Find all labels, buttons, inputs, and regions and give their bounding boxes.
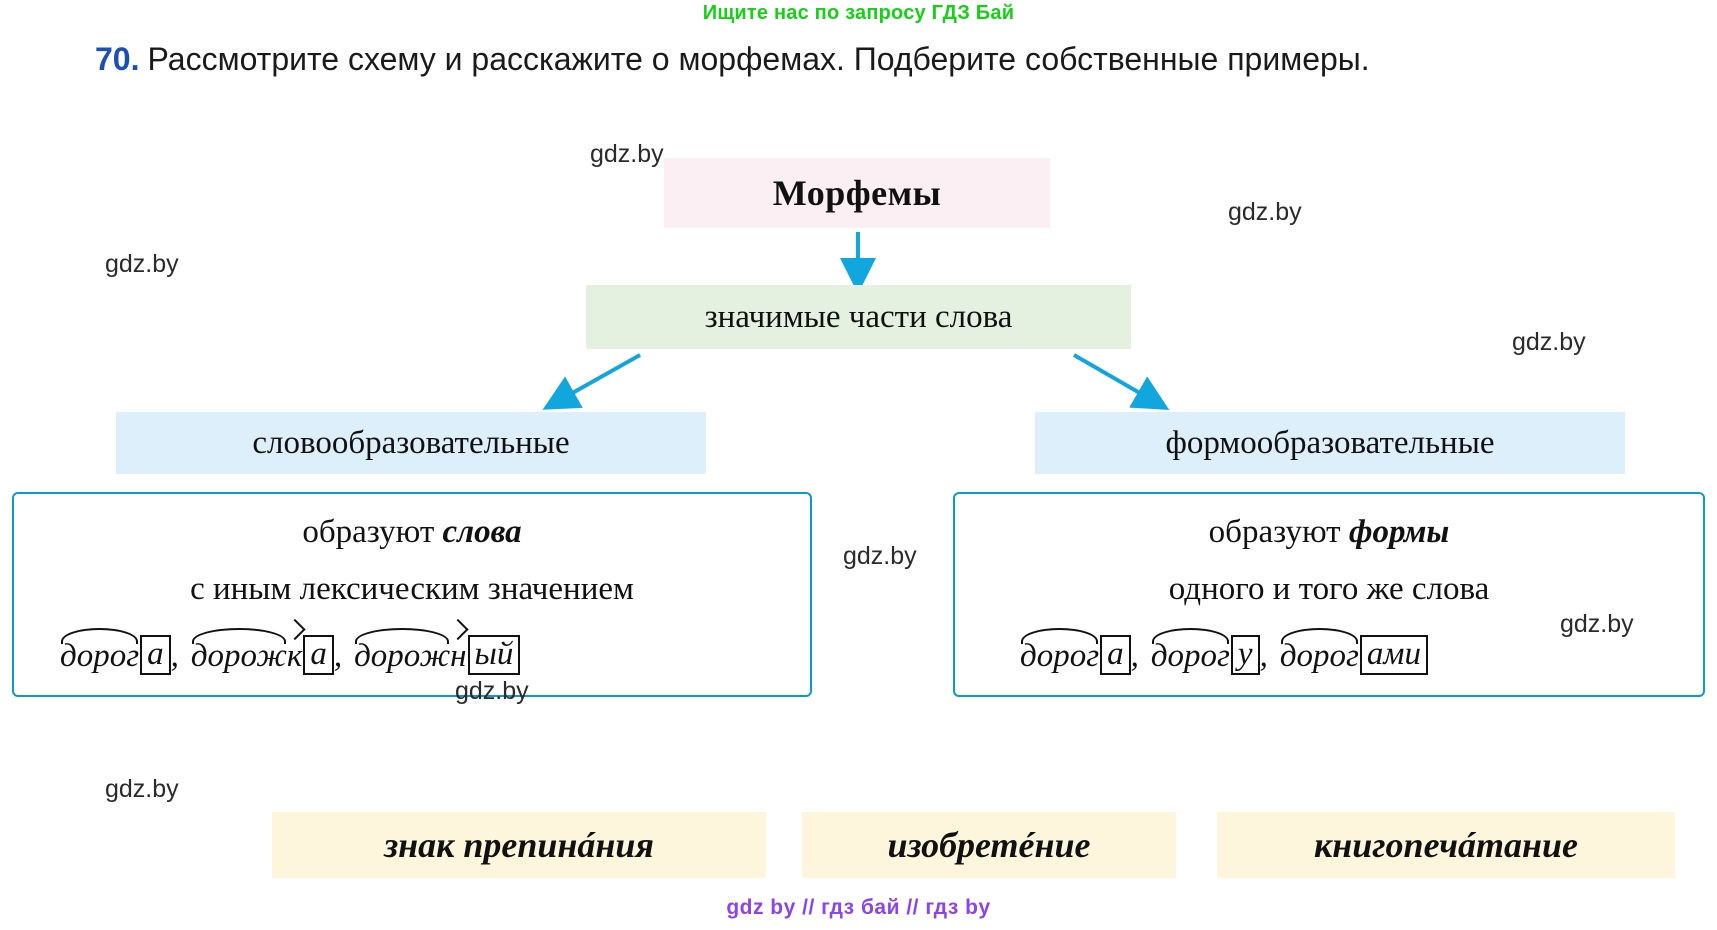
ending-part: у (1230, 635, 1260, 675)
suffix-part: к (286, 638, 303, 674)
panel-derivational-line1: образуют слова (14, 516, 810, 549)
watermark-text: gdz.by (590, 140, 664, 168)
watermark-text: gdz.by (455, 677, 529, 705)
root-part: дорог (1020, 628, 1099, 675)
separator: , (170, 638, 179, 674)
node-derivational: словообразовательные (116, 412, 706, 474)
root-part: дорож (354, 628, 450, 675)
watermark-text: gdz.by (1512, 328, 1586, 356)
ending-part: а (1100, 635, 1131, 675)
watermark-text: gdz.by (843, 542, 917, 570)
panel-inflectional-line2: одного и того же слова (1168, 571, 1490, 607)
panel-inflectional-line1-prefix: образуют (1208, 514, 1349, 550)
separator: , (1130, 638, 1139, 674)
ending-part: а (303, 635, 334, 675)
word-card: книгопечáтание (1217, 812, 1675, 878)
task-heading: 70.Рассмотрите схему и расскажите о морф… (95, 38, 1685, 81)
panel-inflectional-line1-italic: формы (1348, 514, 1450, 550)
root-part: дорог (60, 628, 139, 675)
top-promo-banner: Ищите нас по запросу ГДЗ Бай (702, 2, 1015, 24)
node-morphemes: Морфемы (664, 158, 1050, 228)
word-card: знак препинáния (272, 812, 766, 878)
ending-part: ый (467, 635, 521, 675)
watermark-text: gdz.by (105, 775, 179, 803)
panel-derivational-line1-italic: слова (442, 514, 522, 550)
task-text: Рассмотрите схему и расскажите о морфема… (147, 41, 1370, 77)
node-inflectional: формообразовательные (1035, 412, 1625, 474)
task-number: 70. (95, 41, 140, 77)
panel-derivational-line1-prefix: образуют (302, 514, 443, 550)
bottom-promo-banner: gdz by // гдз бай // гдз by (726, 896, 991, 919)
separator: , (1259, 638, 1268, 674)
watermark-text: gdz.by (1228, 198, 1302, 226)
root-part: дорож (191, 628, 287, 675)
word-card: изобретéние (802, 812, 1176, 878)
panel-derivational: образуют слова с иным лексическим значен… (12, 492, 812, 697)
watermark-text: gdz.by (105, 250, 179, 278)
node-significant-parts: значимые части слова (586, 285, 1131, 349)
root-part: дорог (1151, 628, 1230, 675)
panel-derivational-line2: с иным лексическим значением (190, 571, 634, 607)
ending-part: а (140, 635, 171, 675)
ending-part: ами (1359, 635, 1428, 675)
root-part: дорог (1280, 628, 1359, 675)
suffix-part: н (450, 638, 467, 674)
separator: , (333, 638, 343, 674)
panel-inflectional-line1: образуют формы (955, 516, 1703, 549)
watermark-text: gdz.by (1560, 610, 1634, 638)
